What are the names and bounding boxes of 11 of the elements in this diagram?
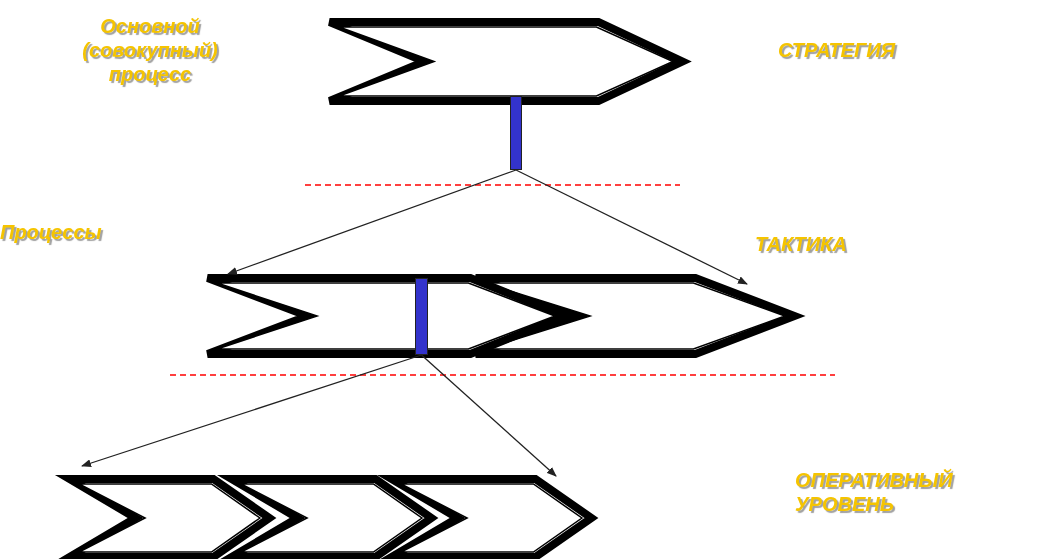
arrow — [420, 354, 557, 477]
arrow — [81, 354, 423, 467]
level-label: СТРАТЕГИЯ — [778, 38, 897, 62]
level-label: Основной (совокупный) процесс — [81, 14, 219, 86]
level-label: Процессы — [0, 220, 103, 244]
arrow — [515, 169, 748, 285]
arrow — [227, 169, 517, 275]
bar-connector — [510, 96, 522, 170]
bar-connector — [415, 278, 428, 355]
level-label: ТАКТИКА — [755, 232, 848, 256]
level-label: ОПЕРАТИВНЫЙ УРОВЕНЬ — [795, 468, 954, 516]
